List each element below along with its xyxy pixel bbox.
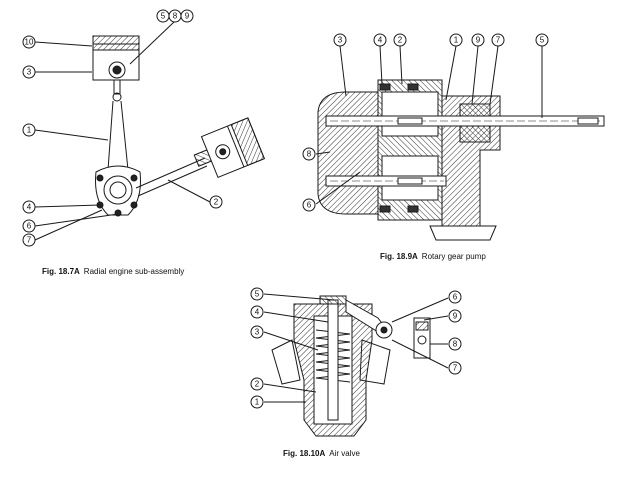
right-piston-drawing [200, 117, 265, 179]
callout-label: 4 [27, 203, 32, 212]
callout-bubble: 6 [22, 219, 36, 233]
master-rod-hub-drawing [95, 165, 141, 217]
callout-label: 3 [338, 36, 343, 45]
caption-prefix: Fig. 18.10A [283, 449, 325, 458]
callout-label: 9 [185, 12, 190, 21]
valve-leaders [263, 293, 449, 403]
callout-bubble: 9 [471, 33, 485, 47]
pump-callouts: 3 4 2 1 9 7 5 8 6 [302, 33, 549, 212]
air-valve-figure [263, 293, 449, 437]
callout-bubble: 8 [302, 147, 316, 161]
callout-label: 5 [161, 12, 166, 21]
callout-bubble: 4 [250, 305, 264, 319]
callout-bubble: 6 [448, 290, 462, 304]
callout-bubble: 6 [302, 198, 316, 212]
callout-label: 2 [255, 380, 260, 389]
callout-label: 7 [496, 36, 501, 45]
callout-label: 1 [255, 398, 260, 407]
valve-left-flange [271, 339, 301, 385]
caption-prefix: Fig. 18.9A [380, 252, 418, 261]
callout-bubble: 2 [209, 195, 223, 209]
air-valve-callouts: 5 4 3 2 1 6 9 8 7 [250, 287, 462, 409]
callout-bubble: 5 [250, 287, 264, 301]
callout-label: 3 [27, 68, 32, 77]
callout-label: 2 [214, 198, 219, 207]
pump-base [429, 225, 497, 241]
callout-bubble: 8 [448, 337, 462, 351]
callout-label: 2 [398, 36, 403, 45]
callout-label: 5 [255, 290, 260, 299]
callout-bubble: 3 [22, 65, 36, 79]
caption-prefix: Fig. 18.7A [42, 267, 80, 276]
callout-label: 8 [453, 340, 458, 349]
callout-label: 9 [453, 312, 458, 321]
callout-bubble: 1 [250, 395, 264, 409]
callout-label: 8 [173, 12, 178, 21]
rotary-gear-pump-figure [315, 45, 605, 241]
caption-air-valve: Fig. 18.10A Air valve [283, 449, 360, 458]
callout-label: 1 [454, 36, 459, 45]
callout-bubble: 1 [449, 33, 463, 47]
callout-bubble: 5 [535, 33, 549, 47]
callout-bubble: 9 [180, 9, 194, 23]
caption-rotary-gear-pump: Fig. 18.9A Rotary gear pump [380, 252, 486, 261]
callout-bubble: 9 [448, 309, 462, 323]
callout-label: 4 [378, 36, 383, 45]
caption-text: Rotary gear pump [422, 252, 487, 261]
caption-text: Radial engine sub-assembly [84, 267, 185, 276]
callout-bubble: 3 [333, 33, 347, 47]
callout-label: 1 [27, 126, 32, 135]
callout-bubble: 7 [491, 33, 505, 47]
callout-label: 7 [27, 236, 32, 245]
callout-bubble: 10 [22, 35, 36, 49]
callout-label: 5 [540, 36, 545, 45]
callout-bubble: 3 [250, 325, 264, 339]
callout-label: 10 [25, 38, 34, 47]
valve-stem [327, 299, 339, 421]
callout-bubble: 2 [250, 377, 264, 391]
callout-bubble: 7 [22, 233, 36, 247]
callout-label: 6 [453, 293, 458, 302]
callout-bubble: 5 [156, 9, 170, 23]
callout-bubble: 1 [22, 123, 36, 137]
caption-text: Air valve [329, 449, 360, 458]
radial-engine-figure [34, 21, 265, 241]
callout-label: 9 [476, 36, 481, 45]
callout-bubble: 4 [373, 33, 387, 47]
radial-engine-callouts: 10 3 1 4 6 7 2 5 8 9 [22, 9, 223, 247]
callout-label: 4 [255, 308, 260, 317]
callout-bubble: 2 [393, 33, 407, 47]
pump-upper-gear [381, 91, 439, 137]
callout-label: 8 [307, 150, 312, 159]
radial-engine-leaders [34, 21, 211, 241]
top-piston-drawing [92, 35, 140, 81]
articulated-rod-drawing [135, 149, 213, 197]
callout-label: 7 [453, 364, 458, 373]
callout-label: 6 [27, 222, 32, 231]
callout-bubble: 8 [168, 9, 182, 23]
top-rod-drawing [107, 79, 129, 171]
callout-label: 6 [307, 201, 312, 210]
callout-bubble: 7 [448, 361, 462, 375]
callout-label: 3 [255, 328, 260, 337]
callout-bubble: 4 [22, 200, 36, 214]
pump-leaders [315, 45, 543, 205]
caption-radial-engine: Fig. 18.7A Radial engine sub-assembly [42, 267, 184, 276]
